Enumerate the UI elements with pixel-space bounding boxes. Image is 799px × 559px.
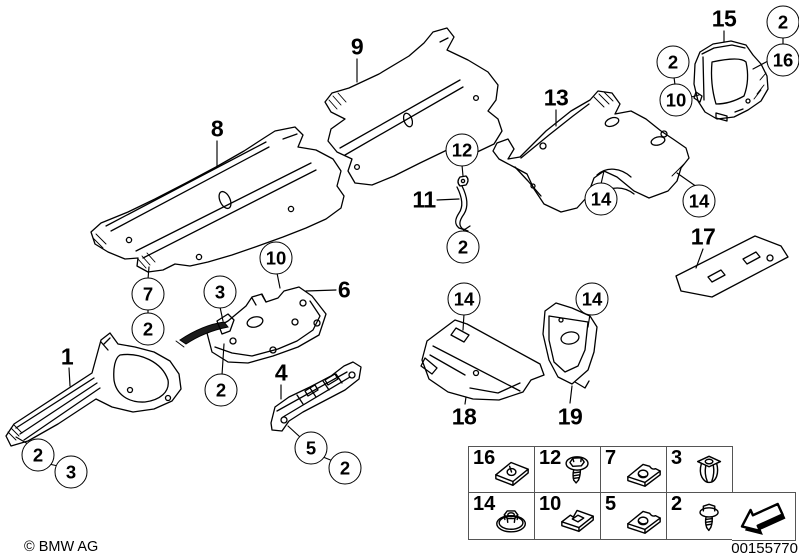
part-13-drawing: [492, 90, 690, 213]
legend-cell-3[interactable]: 3: [667, 447, 733, 493]
callout-14[interactable]: 14: [682, 184, 716, 218]
legend-cell-number: 12: [539, 447, 562, 469]
part-15-drawing: [693, 40, 769, 122]
part-4-drawing: [270, 361, 362, 432]
callout-14[interactable]: 14: [584, 182, 618, 216]
part-label-15[interactable]: 15: [711, 5, 737, 32]
expansion-rivet-icon: [689, 453, 731, 491]
copyright-notice: © BMW AG: [24, 539, 99, 555]
callout-2[interactable]: 2: [656, 45, 690, 79]
callout-12[interactable]: 12: [445, 133, 479, 167]
callout-10[interactable]: 10: [259, 241, 293, 275]
part-label-9[interactable]: 9: [350, 33, 364, 60]
callout-14[interactable]: 14: [447, 282, 481, 316]
callout-2[interactable]: 2: [766, 5, 799, 39]
part-6-drawing: [206, 286, 327, 364]
part-19-drawing: [542, 302, 598, 389]
callout-7[interactable]: 7: [131, 277, 165, 311]
legend-nav-arrow-cell[interactable]: [732, 492, 796, 541]
legend-cell-number: 5: [605, 493, 617, 515]
part-label-13[interactable]: 13: [543, 84, 569, 111]
callout-2[interactable]: 2: [328, 451, 362, 485]
part-label-6[interactable]: 6: [337, 276, 351, 303]
legend-cell-10[interactable]: 10: [535, 493, 601, 540]
part-label-17[interactable]: 17: [690, 223, 716, 250]
callout-16[interactable]: 16: [766, 43, 799, 77]
part-1-drawing: [5, 332, 182, 447]
callout-2[interactable]: 2: [446, 230, 480, 264]
part-label-8[interactable]: 8: [210, 115, 224, 142]
legend-cell-14[interactable]: 14: [469, 493, 535, 540]
plastic-nut-icon: [491, 500, 533, 538]
callout-5[interactable]: 5: [294, 431, 328, 465]
legend-cell-number: 3: [671, 447, 683, 469]
callout-2[interactable]: 2: [204, 373, 238, 407]
callout-3[interactable]: 3: [54, 455, 88, 489]
diagram-number: 00155770: [731, 540, 798, 557]
legend-cell-number: 10: [539, 493, 562, 515]
legend-cell-number: 14: [473, 493, 496, 515]
box-clip-icon: [557, 500, 599, 538]
part-label-19[interactable]: 19: [557, 403, 583, 430]
callout-14[interactable]: 14: [575, 282, 609, 316]
legend-cell-number: 16: [473, 447, 496, 469]
part-label-11[interactable]: 11: [412, 186, 436, 213]
part-label-1[interactable]: 1: [60, 343, 74, 370]
part-3-drawing: [175, 313, 235, 348]
part-17-drawing: [675, 235, 789, 298]
legend-cell-12[interactable]: 12: [535, 447, 601, 493]
speed-clip-icon: [623, 500, 665, 538]
part-8-drawing: [90, 126, 345, 273]
legend-cell-5[interactable]: 5: [601, 493, 667, 540]
flange-screw-icon: [557, 453, 599, 491]
speed-clip-icon: [623, 453, 665, 491]
callout-10[interactable]: 10: [659, 83, 693, 117]
legend-cell-2[interactable]: 2: [667, 493, 733, 540]
callout-2[interactable]: 2: [131, 312, 165, 346]
part-11-drawing: [454, 175, 471, 232]
legend-cell-7[interactable]: 7: [601, 447, 667, 493]
legend-cell-number: 2: [671, 493, 683, 515]
part-label-4[interactable]: 4: [274, 359, 288, 386]
part-label-18[interactable]: 18: [451, 403, 477, 430]
part-18-drawing: [420, 319, 545, 401]
keyhole-clip-icon: [491, 453, 533, 491]
legend-cell-16[interactable]: 16: [469, 447, 535, 493]
legend-cell-number: 7: [605, 447, 617, 469]
callout-3[interactable]: 3: [203, 275, 237, 309]
fastener-legend: 16 12 7 3 14 10 5 2: [468, 446, 733, 540]
tapping-screw-icon: [689, 500, 731, 538]
continue-arrow-icon: [737, 495, 791, 539]
callout-2[interactable]: 2: [21, 438, 55, 472]
